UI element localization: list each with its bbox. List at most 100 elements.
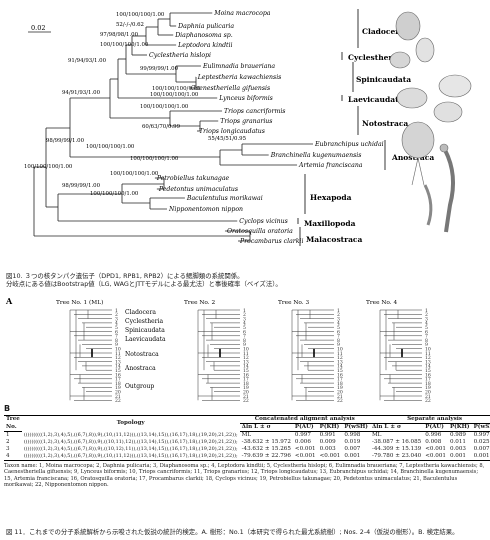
table-cell-c-wsh: 0.998: [344, 432, 361, 438]
group-label: Hexapoda: [310, 193, 352, 202]
tip-number: 15: [425, 368, 431, 374]
tip-number: 2: [425, 312, 428, 318]
tip-number: 17: [425, 377, 431, 383]
taxon-label: Leptestheria kawachiensis: [197, 74, 282, 81]
col-separate: Separate analysis: [369, 415, 490, 424]
tree-title: Tree No. 2: [184, 300, 215, 306]
taxon-label: Cyclestheria hislopi: [149, 52, 211, 59]
support-value: 97/98/98/1.00: [100, 32, 139, 38]
outgroup-label: Laevicaudata: [125, 336, 166, 343]
support-value: 100/100/100/1.00: [110, 171, 159, 177]
outgroup-label: Outgroup: [125, 383, 154, 390]
col-concatenated: Concatenated aligment analysis: [239, 415, 370, 424]
tip-number: 2: [337, 312, 340, 318]
col-tree: Tree: [4, 415, 22, 424]
support-value: 94/91/93/1.00: [62, 90, 101, 96]
table-cell-s-kh: 0.001: [447, 453, 472, 461]
tip-number: 19: [337, 385, 343, 391]
table-cell-s-au: <0.001: [425, 446, 446, 452]
group-label: Spinicaudata: [356, 75, 411, 84]
col-dlnl: Δln L ± σ: [239, 423, 293, 432]
col-dlnl: Δln L ± σ: [369, 423, 424, 432]
tip-number: 21: [425, 394, 431, 400]
tip-number: 13: [243, 359, 249, 365]
tip-number: 6: [425, 329, 428, 335]
group-label: Maxillopoda: [304, 219, 356, 228]
tip-number: 3: [243, 316, 246, 322]
tip-number: 1: [243, 308, 246, 314]
group-label: Cyclestheria: [348, 53, 400, 62]
tip-number: 3: [337, 316, 340, 322]
tip-number: 11: [337, 351, 343, 357]
tip-number: 11: [115, 351, 121, 357]
tip-number: 9: [425, 342, 428, 348]
tip-number: 13: [115, 359, 121, 365]
cladoceran-drawing: [389, 11, 435, 69]
table-cell-s-kh: 0.989: [449, 432, 466, 438]
tip-number: 4: [243, 321, 246, 327]
caption-line: 分岐点にある値はBootstrap値（LG, WAGとJTTモデルによる最尤法）…: [6, 280, 282, 288]
col-no: No.: [4, 423, 22, 432]
taxon-label: Petrobiellus takunagae: [156, 175, 230, 182]
table-cell-s-dl: ML: [371, 432, 382, 438]
tip-number: 12: [425, 355, 431, 361]
table-cell-c-kh: 0.003: [319, 446, 336, 452]
tip-number: 16: [243, 372, 249, 378]
tip-number: 17: [337, 377, 343, 383]
taxon-label: Oratosquilla oratoria: [227, 228, 293, 235]
tip-number: 7: [243, 334, 246, 340]
taxon-note: Taxon name: 1, Moina macrocopa; 2, Daphn…: [4, 463, 485, 489]
tip-number: 4: [425, 321, 428, 327]
table-cell-c-dl: -43.632 ± 15.265: [241, 446, 291, 452]
table-cell-s-dl: -38.087 ± 16.085: [371, 439, 422, 445]
table-cell-topology: ((((((((((1,2),3),4),5),((6,7),8)),9),(1…: [23, 431, 238, 438]
panel-b-label: B: [4, 404, 11, 413]
tip-number: 9: [115, 342, 118, 348]
col-au: P(AU): [423, 423, 448, 432]
clam-shrimp-drawing: [396, 74, 472, 123]
tip-number: 22: [337, 398, 343, 404]
group-label: Cladocera: [362, 27, 404, 36]
tip-number: 16: [115, 372, 121, 378]
tip-number: 10: [337, 347, 343, 353]
col-topology: Topology: [21, 415, 240, 432]
scale-bar-label: 0.02: [31, 24, 45, 32]
taxon-label: Caenestheriella gifuensis: [191, 85, 270, 92]
tip-number: 6: [243, 329, 246, 335]
table-cell-s-au: <0.001: [423, 453, 448, 461]
col-kh: P(KH): [447, 423, 472, 432]
support-value: 100/100/100/1.00: [24, 164, 73, 170]
tip-number: 8: [425, 338, 428, 344]
tip-number: 21: [115, 394, 121, 400]
tip-number: 6: [115, 329, 118, 335]
organism-illustrations: [389, 11, 472, 233]
support-value: 100/100/100/1.00: [140, 104, 189, 110]
table-cell-s-wsh: 0.001: [471, 453, 490, 461]
taxon-label: Leptodora kindtii: [177, 42, 232, 49]
tip-number: 13: [337, 359, 343, 365]
support-value: 52/-/-/0.62: [116, 22, 144, 28]
table-cell-c-dl: -38.632 ± 15.972: [241, 439, 291, 445]
tip-number: 1: [337, 308, 340, 314]
tip-number: 20: [243, 390, 249, 396]
tree-title: Tree No. 4: [366, 300, 397, 306]
tip-number: 19: [425, 385, 431, 391]
support-value: 60/63/70/0.99: [142, 124, 181, 130]
taxon-label: Artemia franciscana: [298, 162, 363, 169]
taxon-label: Eulimnadia braueriana: [202, 63, 275, 70]
support-value: 55/45/51/0.95: [208, 136, 247, 142]
tip-number: 20: [425, 390, 431, 396]
taxon-label: Triops longicaudatus: [199, 128, 265, 135]
table-cell-s-au: 0.008: [425, 439, 442, 445]
table-cell-topology: ((((((((((1,2),3),4),5),((6,7),8)),9),((…: [23, 446, 238, 452]
tip-number: 16: [425, 372, 431, 378]
tree-title: Tree No. 1 (ML): [56, 299, 103, 306]
tip-number: 3: [115, 316, 118, 322]
table-cell-s-kh: 0.003: [449, 446, 466, 452]
taxon-label: Triops cancriformis: [224, 108, 285, 115]
table-cell-s-wsh: 0.007: [473, 446, 490, 452]
tip-number: 21: [337, 394, 343, 400]
tip-number: 8: [337, 338, 340, 344]
tip-number: 19: [243, 385, 249, 391]
